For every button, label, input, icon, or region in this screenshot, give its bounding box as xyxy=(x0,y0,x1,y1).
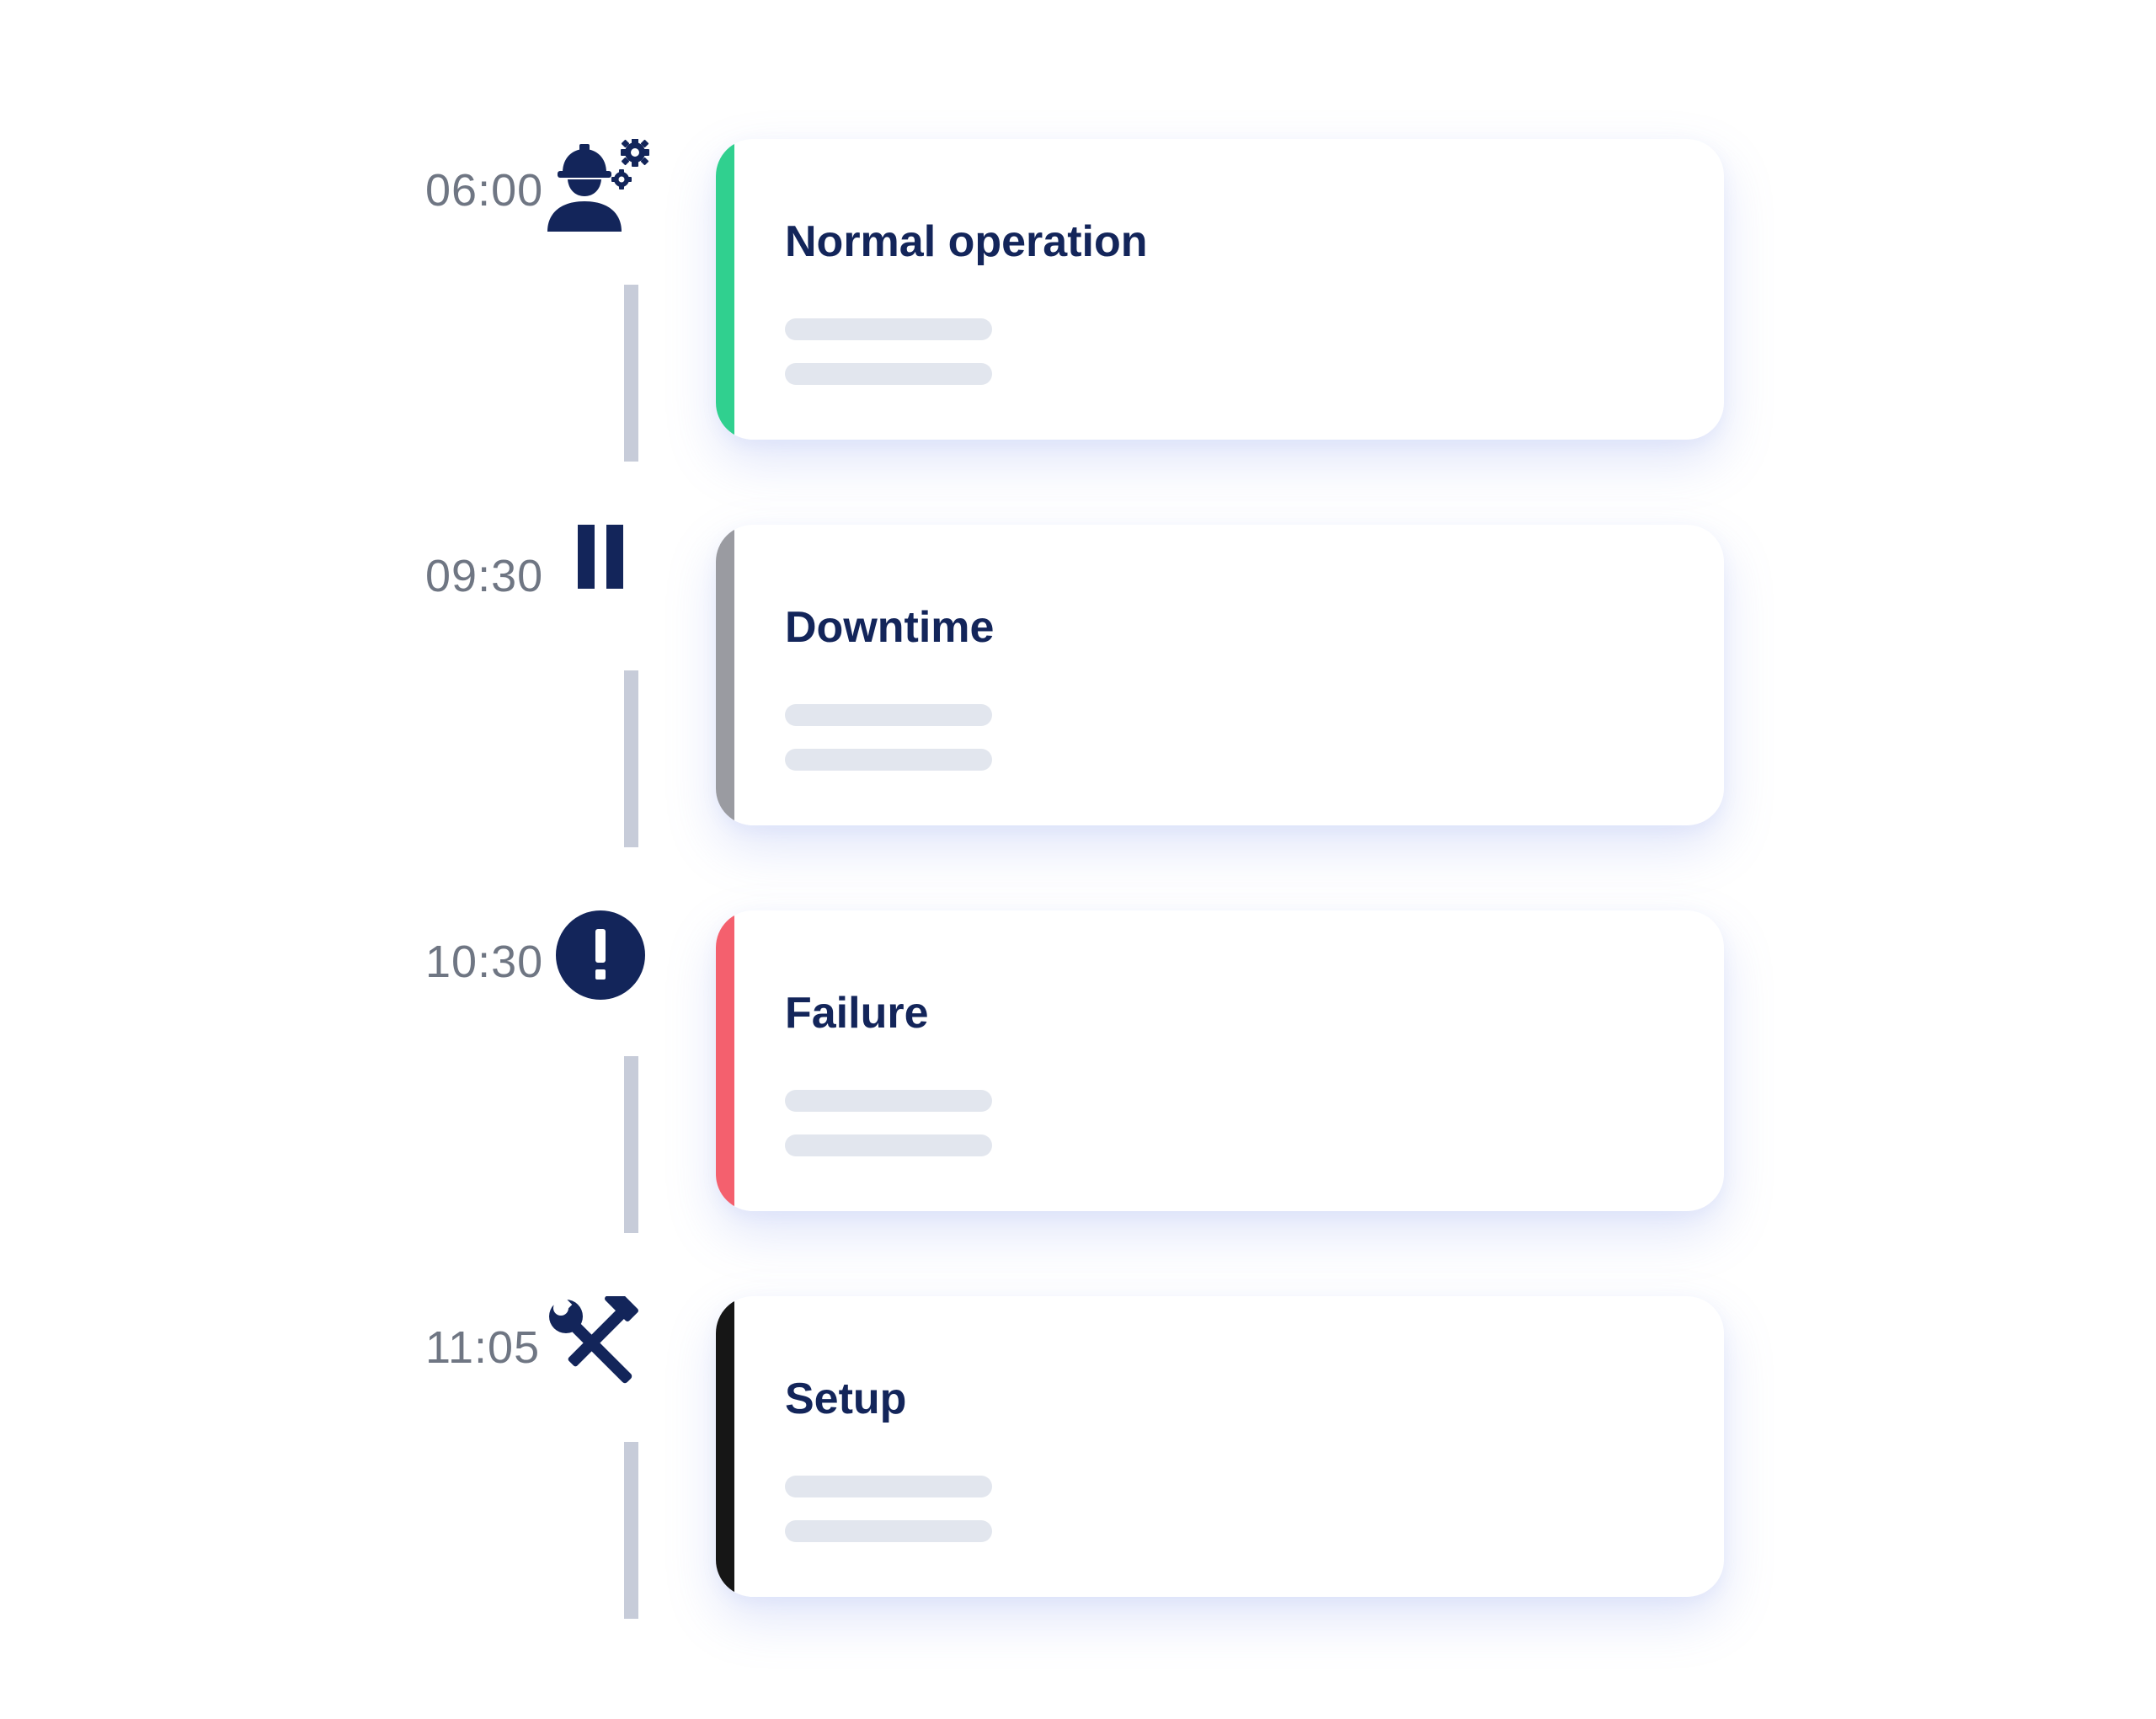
event-title: Failure xyxy=(785,989,929,1038)
event-title: Downtime xyxy=(785,603,995,652)
timeline-entry: 06:00 xyxy=(0,139,2156,526)
tools-icon xyxy=(547,1296,657,1389)
event-time: 06:00 xyxy=(425,165,544,216)
status-accent-bar xyxy=(716,1296,734,1597)
timeline-connector xyxy=(624,670,638,847)
alert-circle-icon xyxy=(547,910,657,1003)
timeline-connector xyxy=(624,1056,638,1233)
event-card[interactable]: Normal operation xyxy=(716,139,1724,440)
placeholder-line xyxy=(785,1134,992,1156)
placeholder-line xyxy=(785,704,992,726)
event-card[interactable]: Setup xyxy=(716,1296,1724,1597)
status-accent-bar xyxy=(716,910,734,1211)
placeholder-line xyxy=(785,318,992,340)
event-time: 09:30 xyxy=(425,551,544,601)
status-accent-bar xyxy=(716,525,734,825)
timeline-connector xyxy=(624,1442,638,1619)
timeline-entry: 11:05 Setup xyxy=(0,1296,2156,1684)
placeholder-line xyxy=(785,1520,992,1542)
event-time: 11:05 xyxy=(425,1322,541,1373)
placeholder-line xyxy=(785,749,992,771)
pause-icon xyxy=(547,525,657,617)
event-title: Normal operation xyxy=(785,217,1148,266)
timeline-entry: 10:30 Failure xyxy=(0,910,2156,1298)
event-card[interactable]: Failure xyxy=(716,910,1724,1211)
timeline-entry: 09:30 Downtime xyxy=(0,525,2156,912)
placeholder-line xyxy=(785,363,992,385)
event-card[interactable]: Downtime xyxy=(716,525,1724,825)
placeholder-line xyxy=(785,1090,992,1112)
event-title: Setup xyxy=(785,1375,907,1423)
status-accent-bar xyxy=(716,139,734,440)
event-time: 10:30 xyxy=(425,937,544,987)
placeholder-line xyxy=(785,1476,992,1497)
timeline-connector xyxy=(624,285,638,462)
worker-gears-icon xyxy=(547,139,657,232)
